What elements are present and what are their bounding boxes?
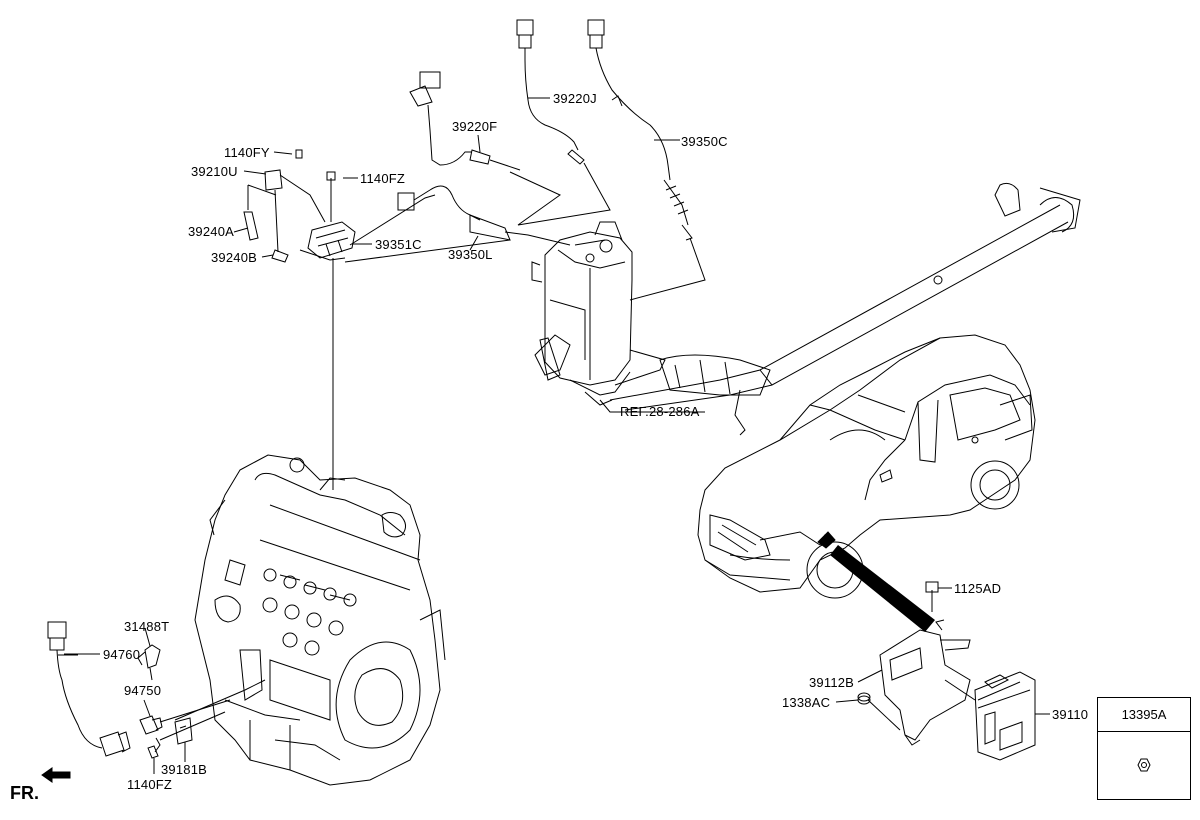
label-39220F: 39220F	[452, 119, 498, 134]
label-1140FZ-bottom: 1140FZ	[127, 777, 173, 792]
label-94760: 94760	[103, 647, 141, 662]
label-39240A: 39240A	[188, 224, 235, 239]
location-pointer	[817, 531, 935, 632]
leader-94750	[159, 711, 226, 741]
label-39210U: 39210U	[191, 164, 238, 179]
wheel-sensor-harness	[47, 621, 131, 757]
leader-1338AC	[867, 699, 901, 731]
label-39240B: 39240B	[211, 250, 258, 265]
grommet	[857, 692, 871, 705]
sensor-bracket-39181B	[174, 717, 193, 745]
part-legend-box: 13395A	[1097, 697, 1191, 800]
label-94750: 94750	[124, 683, 162, 698]
label-1338AC: 1338AC	[782, 695, 831, 710]
front-marker: FR.	[10, 783, 39, 803]
vehicle-illustration	[697, 334, 1036, 599]
label-39220J: 39220J	[553, 91, 597, 106]
label-39110: 39110	[1052, 707, 1089, 722]
leader-39181B	[174, 679, 266, 721]
label-39351C: 39351C	[375, 237, 422, 252]
catalytic-converter	[531, 221, 666, 406]
ecu-module	[974, 671, 1036, 761]
label-1140FY: 1140FY	[224, 145, 270, 160]
sensor-bracket	[243, 149, 511, 490]
exhaust-pipe	[609, 182, 1081, 436]
label-1125AD: 1125AD	[954, 581, 1002, 596]
label-39350L: 39350L	[448, 247, 493, 262]
engine-block	[194, 454, 446, 786]
label-ref-28-286A: REF.28-286A	[620, 404, 700, 419]
front-arrow	[41, 767, 71, 783]
label-39350C: 39350C	[681, 134, 728, 149]
label-leader-lines	[64, 97, 1050, 774]
label-1140FZ-top: 1140FZ	[360, 171, 406, 186]
label-39181B: 39181B	[161, 762, 208, 777]
legend-part-number: 13395A	[1098, 698, 1190, 732]
ecu-bracket	[879, 581, 971, 746]
leader-39110	[944, 679, 976, 701]
hex-nut-icon	[1137, 758, 1151, 772]
label-31488T: 31488T	[124, 619, 170, 634]
oxygen-sensors	[397, 19, 706, 301]
label-39112B: 39112B	[809, 675, 855, 690]
knock-sensor	[137, 644, 161, 681]
